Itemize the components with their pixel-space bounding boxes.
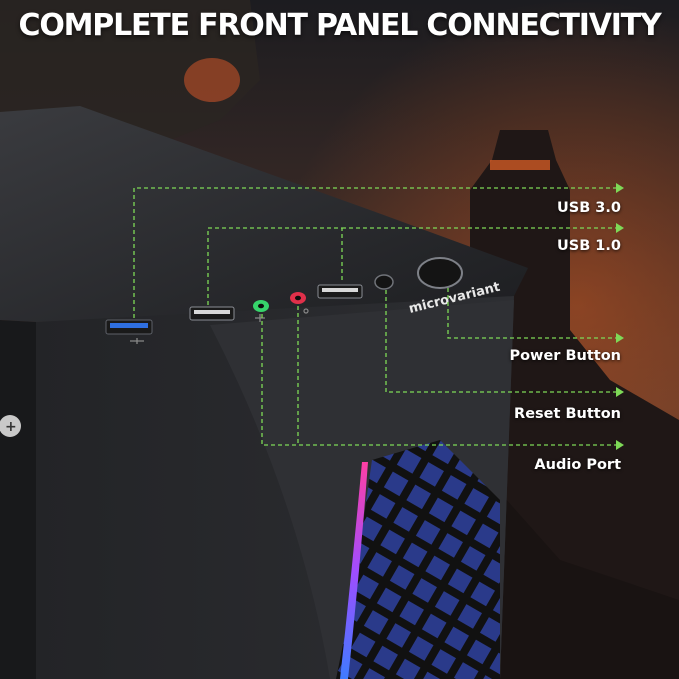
guide-audio [261, 306, 616, 446]
guide-arrowheads [616, 183, 624, 450]
guide-usb3 [133, 187, 616, 318]
usb3-port-tongue [110, 323, 148, 328]
callout-power-button: Power Button [509, 348, 621, 364]
usb1-port-left-tongue [194, 310, 230, 314]
thumbscrew-mark: + [5, 419, 17, 435]
usb1-port-right-tongue [322, 288, 358, 292]
background-tower-lights [490, 160, 550, 170]
microphone-icon [303, 308, 309, 314]
arrow-reset [616, 387, 624, 397]
case-top-panel [0, 106, 528, 322]
guide-reset [385, 290, 616, 393]
front-mesh-grille [336, 440, 500, 679]
callout-usb1: USB 1.0 [556, 238, 621, 254]
case-side-panel [0, 320, 36, 679]
power-button[interactable] [417, 257, 463, 289]
background-figure-visor [184, 58, 240, 102]
headphone-jack-hole [258, 303, 264, 309]
case-thumbscrew [0, 415, 21, 437]
callout-audio-port: Audio Port [534, 457, 621, 473]
page-title: COMPLETE FRONT PANEL CONNECTIVITY [18, 8, 662, 43]
reset-button[interactable] [374, 274, 394, 290]
callout-guides [133, 187, 616, 446]
microphone-jack-hole [295, 295, 301, 301]
guide-power [447, 288, 616, 339]
rgb-light-strip [340, 462, 368, 679]
usb-icon [130, 338, 144, 344]
arrow-power [616, 333, 624, 343]
callout-usb3: USB 3.0 [556, 200, 621, 216]
arrow-usb3 [616, 183, 624, 193]
arrow-audio [616, 440, 624, 450]
guide-usb1 [207, 227, 616, 305]
callout-reset-button: Reset Button [514, 406, 621, 422]
arrow-usb1 [616, 223, 624, 233]
headphone-icon [255, 314, 265, 322]
